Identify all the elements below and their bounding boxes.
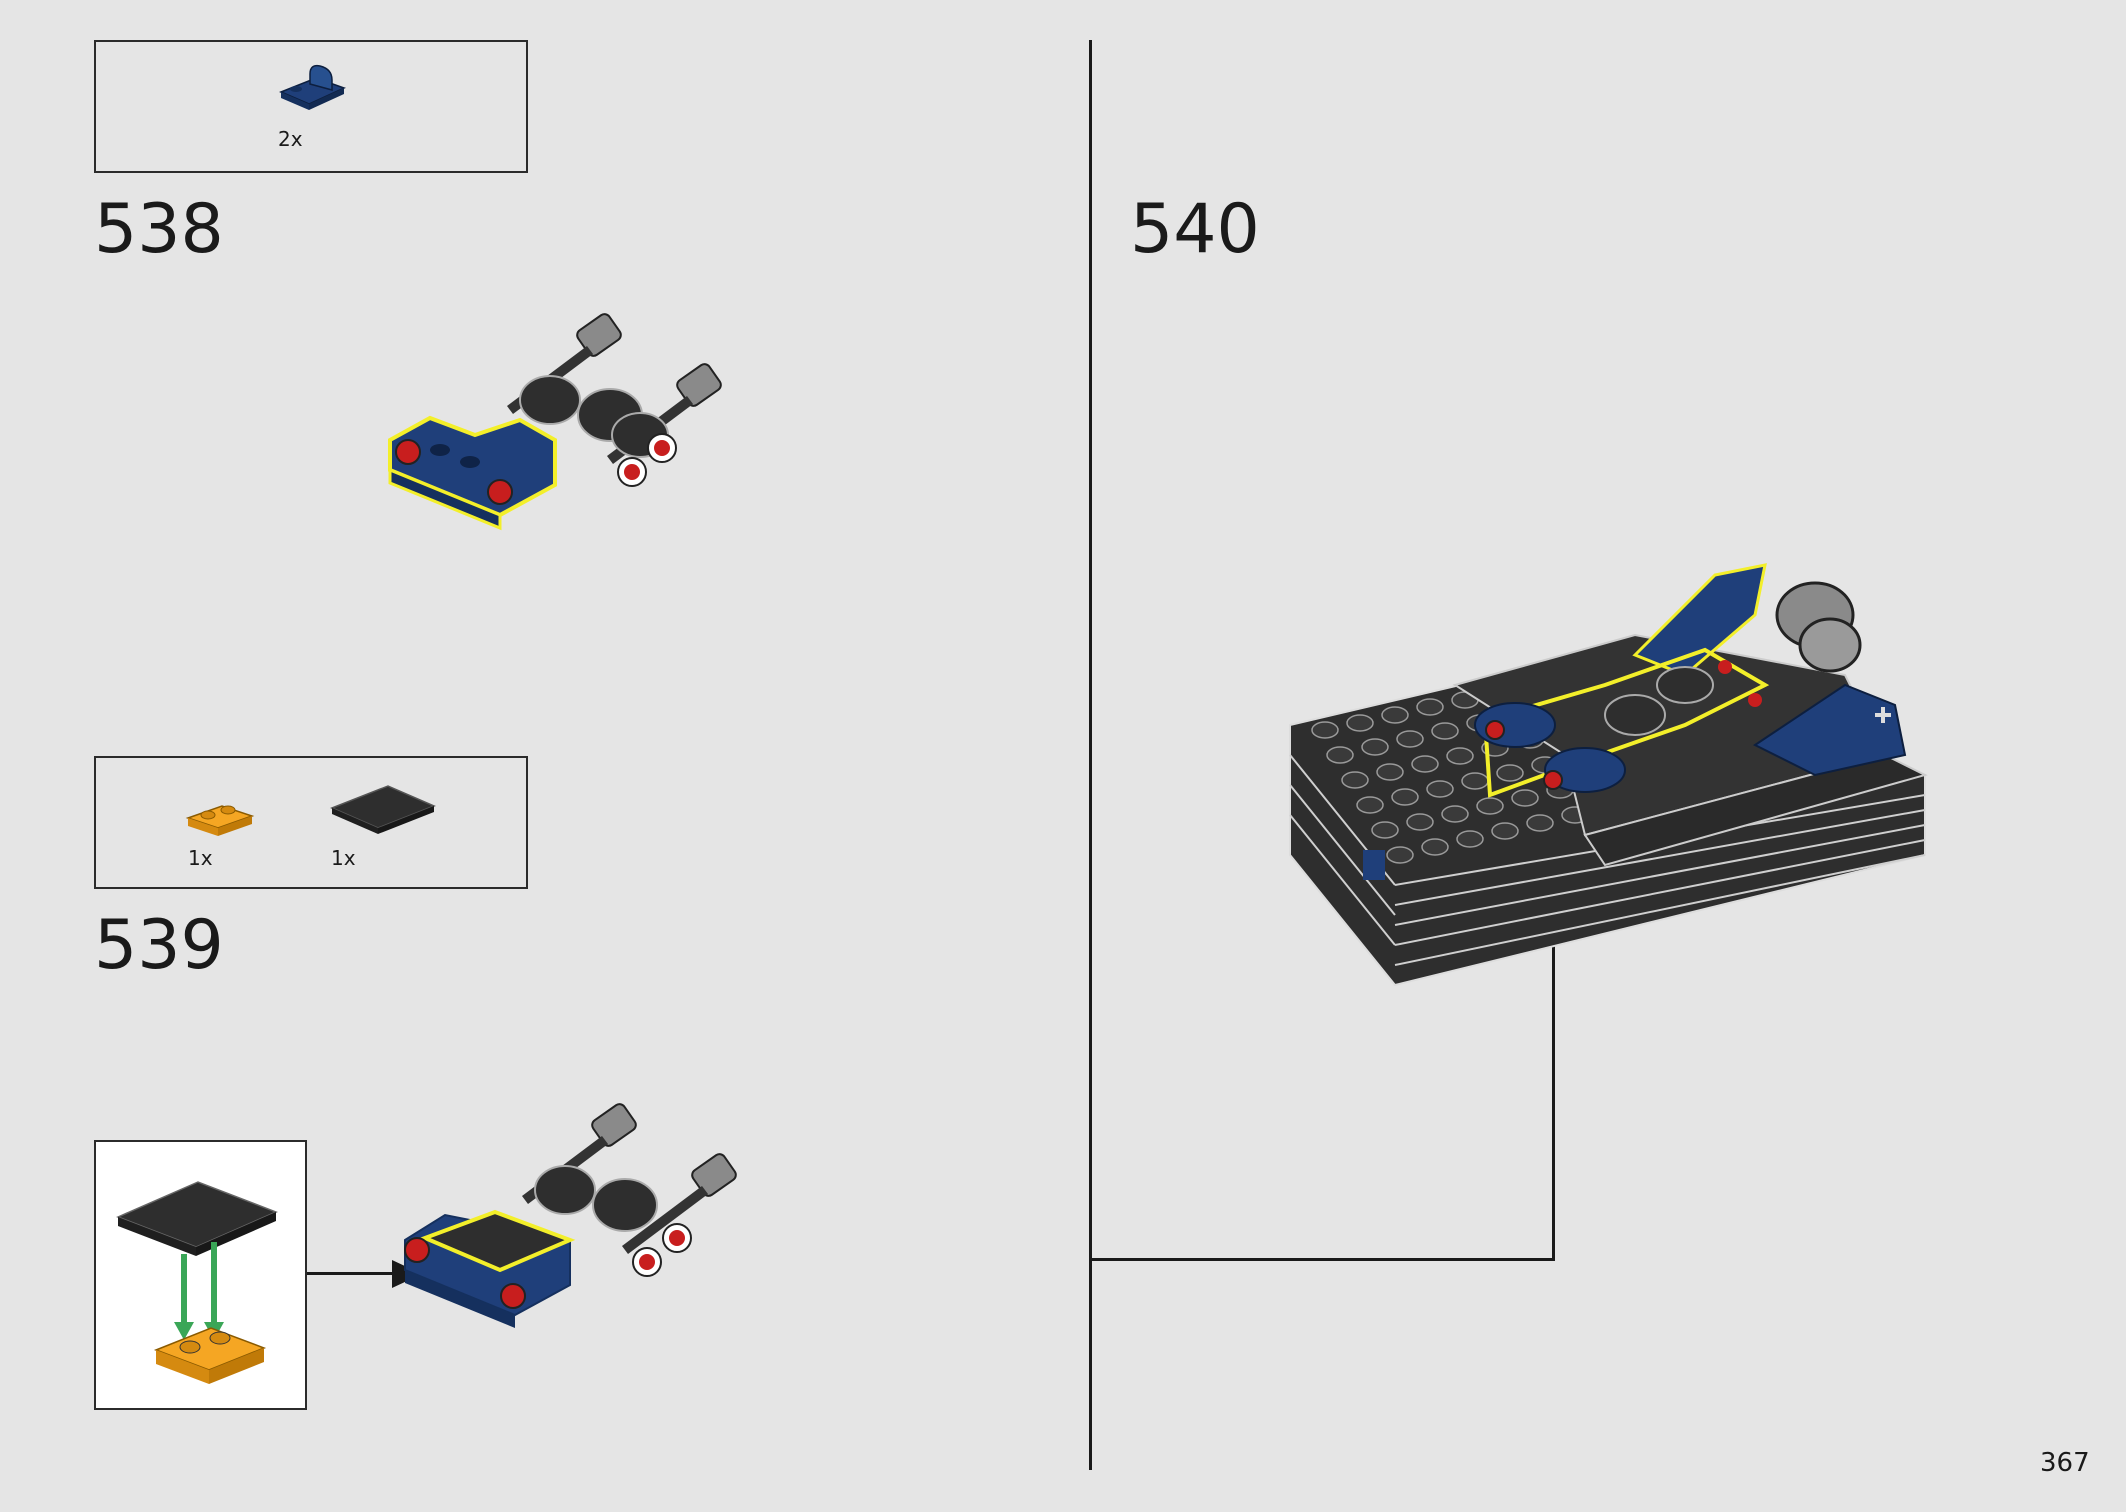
part-quantity: 1x <box>188 846 213 870</box>
grey-axle-connector-icon <box>576 313 722 407</box>
step-538-assembly-illustration <box>388 313 722 531</box>
step-539-subassembly-inset <box>94 1140 307 1410</box>
black-tile-icon <box>330 785 436 834</box>
callout-line-vertical <box>1552 850 1555 1261</box>
dark-blue-clip-plate-icon <box>279 64 346 110</box>
part-quantity: 1x <box>331 846 356 870</box>
tile-onto-plate-illustration <box>116 1181 278 1384</box>
grey-wheel-icon <box>1775 581 1862 673</box>
callout-arrow-line <box>307 1272 397 1275</box>
callout-line-horizontal <box>1092 1258 1555 1261</box>
part-quantity: 2x <box>278 127 303 151</box>
step-538-parts-box: 2x <box>94 40 528 173</box>
green-arrow-icon <box>174 1242 224 1340</box>
step-number: 539 <box>94 906 224 985</box>
step-539-parts-box: 1x 1x <box>94 756 528 889</box>
orange-plate-icon <box>185 805 255 836</box>
axle-cross-icon <box>1875 707 1891 723</box>
step-number: 538 <box>94 190 224 269</box>
page-number: 367 <box>2040 1448 2090 1478</box>
page-divider <box>1089 40 1092 1470</box>
step-540-assembly-illustration <box>1289 563 1928 987</box>
step-539-assembly-illustration <box>404 1103 737 1328</box>
step-number: 540 <box>1130 190 1260 269</box>
